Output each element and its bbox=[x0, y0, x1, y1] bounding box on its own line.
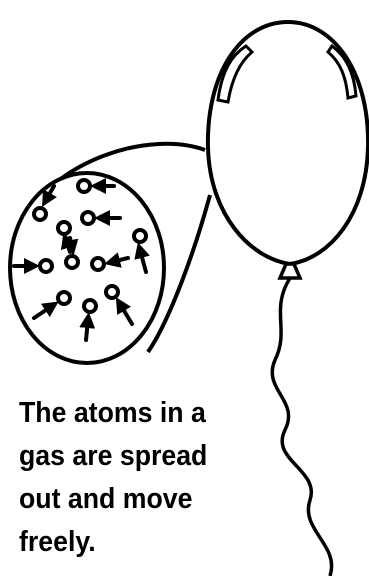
motion-arrow bbox=[70, 238, 72, 248]
caption-line-2: gas are spread bbox=[19, 435, 240, 478]
motion-arrow bbox=[86, 320, 88, 340]
gas-atom bbox=[92, 258, 104, 270]
gas-atom bbox=[58, 222, 70, 234]
caption-text: The atoms in a gas are spread out and mo… bbox=[19, 392, 240, 564]
magnified-gas-particles bbox=[10, 173, 164, 363]
gas-atom bbox=[84, 300, 96, 312]
balloon-knot bbox=[280, 264, 300, 278]
gas-atom bbox=[78, 180, 90, 192]
gas-atom bbox=[40, 260, 52, 272]
caption-line-3: out and move bbox=[19, 478, 240, 521]
gas-atom bbox=[58, 292, 70, 304]
gas-atom bbox=[82, 212, 94, 224]
caption-line-1: The atoms in a bbox=[19, 392, 240, 435]
gas-atom bbox=[106, 286, 118, 298]
balloon-string bbox=[272, 278, 331, 576]
gas-atom bbox=[34, 208, 46, 220]
gas-atom bbox=[66, 256, 78, 268]
caption-line-4: freely. bbox=[19, 521, 240, 564]
gas-atom bbox=[134, 230, 146, 242]
